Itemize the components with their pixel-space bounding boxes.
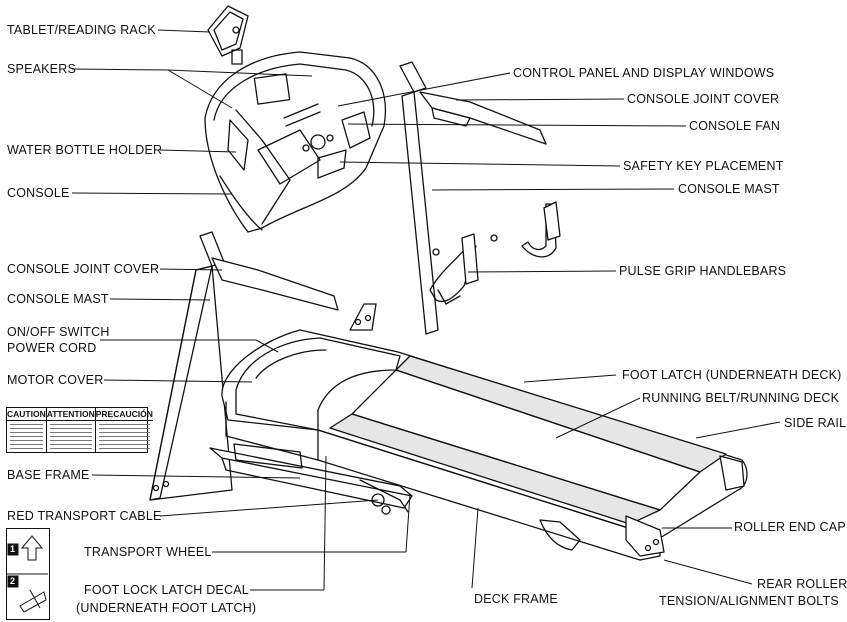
label-console-fan: CONSOLE FAN [689,119,781,133]
label-power-cord: POWER CORD [7,341,97,355]
label-side-rail: SIDE RAIL [784,416,847,430]
label-console-joint-cover-right: CONSOLE JOINT COVER [627,92,780,106]
leader-lines [71,29,781,591]
right-console-mast [349,61,547,335]
console-body [204,51,386,233]
foot-lock-decal-graphic [6,535,48,613]
label-transport-wheel: TRANSPORT WHEEL [84,545,212,559]
precaucion-heading: PRECAUCIÓN [95,409,153,421]
tablet-rack [207,5,249,65]
label-tablet-rack: TABLET/READING RACK [7,23,156,37]
label-roller-end-cap: ROLLER END CAP [734,520,846,534]
label-running-belt: RUNNING BELT/RUNNING DECK [642,391,840,405]
label-onoff-switch: ON/OFF SWITCH [7,325,110,339]
label-water-bottle-holder: WATER BOTTLE HOLDER [7,143,163,157]
label-console-mast-right: CONSOLE MAST [678,182,780,196]
label-console-mast-left: CONSOLE MAST [7,292,109,306]
left-console-mast [149,231,339,501]
label-foot-latch: FOOT LATCH (UNDERNEATH DECK) [622,368,842,382]
running-deck [221,329,748,561]
label-console-joint-cover-left: CONSOLE JOINT COVER [7,262,160,276]
label-deck-frame: DECK FRAME [474,592,558,606]
label-pulse-grip: PULSE GRIP HANDLEBARS [619,264,787,278]
label-control-panel: CONTROL PANEL AND DISPLAY WINDOWS [513,66,775,80]
label-base-frame: BASE FRAME [7,468,90,482]
caution-decal: CAUTION ATTENTION PRECAUCIÓN [6,407,153,453]
label-console: CONSOLE [7,186,70,200]
decal-step-2: 2 [10,576,16,586]
label-speakers: SPEAKERS [7,62,76,76]
decal-step-1: 1 [10,544,16,554]
label-red-transport-cable: RED TRANSPORT CABLE [7,509,162,523]
attention-heading: ATTENTION [46,409,95,421]
foot-lock-decal: 1 2 [6,528,50,620]
label-rear-roller-sub: TENSION/ALIGNMENT BOLTS [659,594,839,608]
pulse-grip-handlebars [429,201,561,305]
label-foot-lock-decal-sub: (UNDERNEATH FOOT LATCH) [76,601,257,615]
label-motor-cover: MOTOR COVER [7,373,104,387]
label-foot-lock-decal: FOOT LOCK LATCH DECAL [84,583,249,597]
caution-heading: CAUTION [7,409,46,421]
label-rear-roller: REAR ROLLER [757,577,847,591]
label-safety-key: SAFETY KEY PLACEMENT [623,159,784,173]
